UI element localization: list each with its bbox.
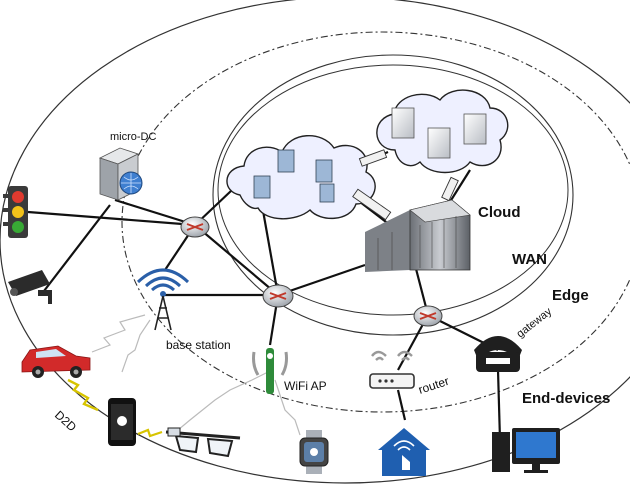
micro-dc-server-icon bbox=[98, 147, 143, 201]
base-station-icon bbox=[136, 268, 190, 331]
security-camera-icon bbox=[8, 270, 52, 304]
d2d-label: D2D bbox=[52, 408, 79, 435]
traffic-light-icon bbox=[3, 186, 28, 238]
link-connector bbox=[352, 149, 459, 221]
gateway-icon bbox=[474, 336, 522, 372]
edge-ring bbox=[121, 31, 630, 413]
edge-label: Edge bbox=[552, 287, 589, 304]
smartwatch-icon bbox=[299, 430, 329, 474]
wifi-ap-icon bbox=[252, 348, 288, 394]
smart-home-icon bbox=[378, 428, 430, 476]
wan-ring bbox=[212, 54, 574, 336]
wireless-links bbox=[91, 314, 301, 436]
d2d-link bbox=[67, 378, 99, 412]
server-icon bbox=[391, 107, 487, 159]
router-label: router bbox=[417, 374, 451, 397]
cloud-ring bbox=[217, 64, 569, 316]
base-station-label: base station bbox=[166, 338, 231, 352]
wifi-ap-label: WiFi AP bbox=[284, 379, 327, 393]
car-icon bbox=[21, 345, 91, 378]
wan-label: WAN bbox=[512, 251, 547, 268]
router-icon bbox=[180, 216, 443, 327]
smartphone-icon bbox=[108, 398, 136, 446]
home-router-icon bbox=[369, 350, 415, 389]
phone-glasses-link bbox=[137, 428, 163, 438]
datacenter-racks-icon bbox=[365, 199, 471, 272]
cloud-label: Cloud bbox=[478, 204, 521, 221]
micro-dc-label: micro-DC bbox=[110, 131, 156, 143]
private-cloud bbox=[376, 89, 509, 174]
desktop-computer-icon bbox=[492, 428, 560, 473]
public-cloud bbox=[226, 134, 376, 220]
gateway-label: gateway bbox=[514, 305, 554, 340]
end-devices-label: End-devices bbox=[522, 390, 610, 407]
building-icon bbox=[253, 149, 335, 203]
smart-glasses-icon bbox=[165, 427, 241, 458]
